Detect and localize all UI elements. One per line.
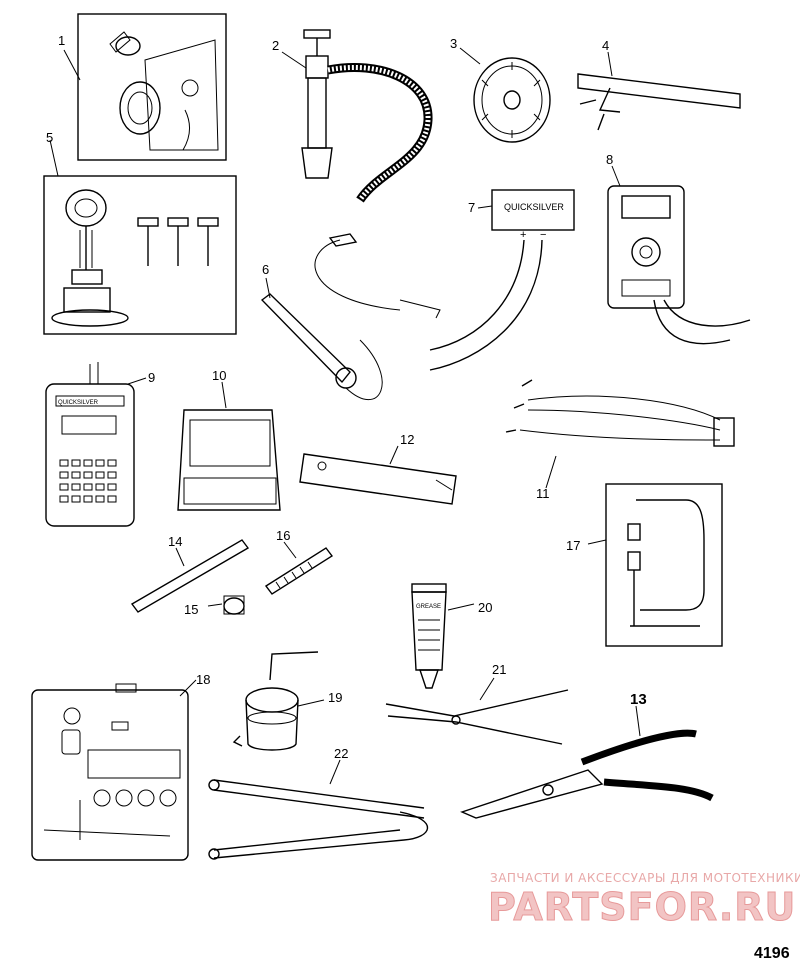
meter-brand-text: QUICKSILVER	[504, 202, 564, 212]
callout-12: 12	[400, 432, 414, 447]
tool-16-threaded-rod	[264, 541, 334, 595]
tool-17-c-clamp-box	[587, 483, 723, 647]
callout-22: 22	[334, 746, 348, 761]
watermark-tagline: ЗАПЧАСТИ И АКСЕССУАРЫ ДЛЯ МОТОТЕХНИКИ	[490, 871, 800, 885]
tool-14-rod	[130, 539, 250, 613]
callout-3: 3	[450, 36, 457, 51]
tool-11-harness	[505, 379, 735, 489]
tool-22-spanner	[208, 759, 429, 860]
callout-9: 9	[148, 370, 155, 385]
callout-16: 16	[276, 528, 290, 543]
figure-number: 4196	[754, 945, 790, 962]
callout-5: 5	[46, 130, 53, 145]
callout-11: 11	[536, 486, 550, 501]
tool-10-case	[177, 381, 281, 511]
callout-labels: 1 2 3 4 5 6 7 8 9 10 11 12 13 14 15 16 1…	[46, 33, 647, 761]
callout-4: 4	[602, 38, 609, 53]
watermark-logo: PARTSFOR.RU	[488, 885, 796, 929]
svg-text:+: +	[520, 229, 526, 241]
tool-3-filter-wrench	[459, 47, 551, 143]
tool-13-pliers	[460, 705, 714, 819]
grease-label-text: GREASE	[416, 604, 441, 610]
tool-20-grease-tube: GREASE	[411, 583, 475, 689]
tool-12-flat-bar	[299, 445, 457, 505]
callout-19: 19	[328, 690, 342, 705]
tool-4-puller-bar	[577, 51, 741, 131]
tool-19-ring-compressor	[232, 651, 325, 751]
tool-1-box	[63, 13, 227, 161]
tool-2-pump	[281, 29, 433, 203]
callout-2: 2	[272, 38, 279, 53]
callout-13: 13	[630, 691, 647, 708]
tool-7-test-box: QUICKSILVER + −	[314, 189, 575, 371]
watermark: ЗАПЧАСТИ И АКСЕССУАРЫ ДЛЯ МОТОТЕХНИКИ PA…	[488, 871, 800, 930]
tool-18-kit-case	[31, 679, 197, 861]
svg-text:−: −	[540, 229, 546, 241]
tool-21-pliers	[385, 677, 569, 745]
tool-9-diagnostic-terminal: QUICKSILVER	[45, 362, 147, 527]
callout-7: 7	[468, 200, 475, 215]
diag-brand-text: QUICKSILVER	[58, 400, 99, 406]
callout-18: 18	[196, 672, 210, 687]
tool-8-multimeter	[607, 165, 751, 345]
tool-5-box	[43, 139, 237, 335]
callout-17: 17	[566, 538, 580, 553]
callout-1: 1	[58, 33, 65, 48]
callout-20: 20	[478, 600, 492, 615]
callout-10: 10	[212, 368, 226, 383]
tool-6-probe	[260, 277, 383, 401]
callout-15: 15	[184, 602, 198, 617]
callout-6: 6	[262, 262, 269, 277]
callout-14: 14	[168, 534, 182, 549]
callout-21: 21	[492, 662, 506, 677]
callout-8: 8	[606, 152, 613, 167]
tool-15-bushing	[207, 595, 245, 615]
